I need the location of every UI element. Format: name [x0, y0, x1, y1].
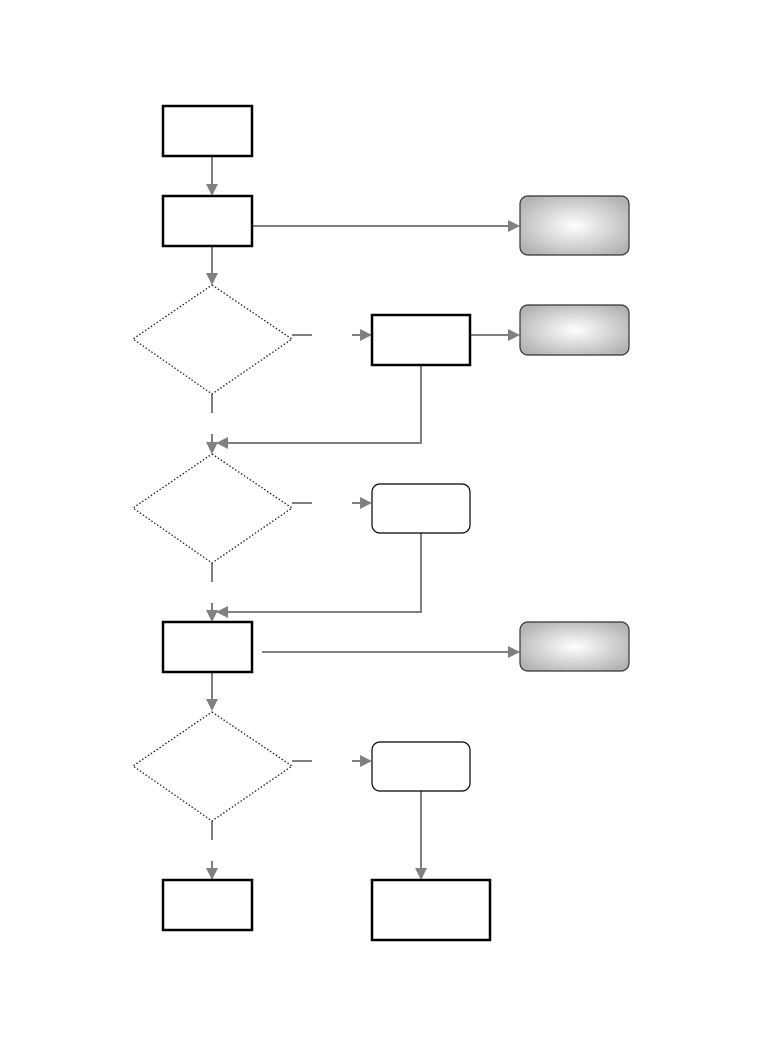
arrowhead-left: [216, 606, 228, 618]
arrowhead-down: [206, 184, 218, 196]
arrowhead-right: [508, 646, 520, 658]
arrowhead-right: [508, 220, 520, 232]
process-box-3: [371, 741, 471, 792]
arrowhead-down: [206, 610, 218, 622]
arrowhead-right: [360, 329, 372, 341]
step-box-1: [161, 194, 254, 248]
arrowhead-down: [206, 868, 218, 880]
process-box-1: [370, 313, 472, 367]
process-box-2: [371, 483, 471, 534]
arrowhead-down: [206, 699, 218, 711]
arrowhead-right: [360, 755, 372, 767]
decision-diamond-2: [131, 453, 294, 564]
output-box-1: [519, 195, 630, 256]
output-box-2: [519, 304, 630, 356]
arrowhead-down: [415, 868, 427, 880]
arrowhead-right: [360, 497, 372, 509]
arrowhead-left: [216, 437, 228, 449]
decision-diamond-3: [131, 711, 294, 822]
arrowheads: [206, 184, 520, 880]
end-box-2: [370, 878, 492, 942]
connector-process2-loop: [226, 533, 422, 613]
start-box: [161, 104, 254, 158]
connector-process1-loop: [226, 365, 422, 444]
decision-diamond-1: [131, 284, 294, 395]
arrowhead-down: [206, 442, 218, 454]
step-box-2: [161, 620, 254, 674]
output-box-3: [519, 621, 630, 672]
connectors: [211, 156, 510, 870]
arrowhead-down: [206, 273, 218, 285]
end-box-1: [161, 878, 254, 932]
arrowhead-right: [508, 329, 520, 341]
